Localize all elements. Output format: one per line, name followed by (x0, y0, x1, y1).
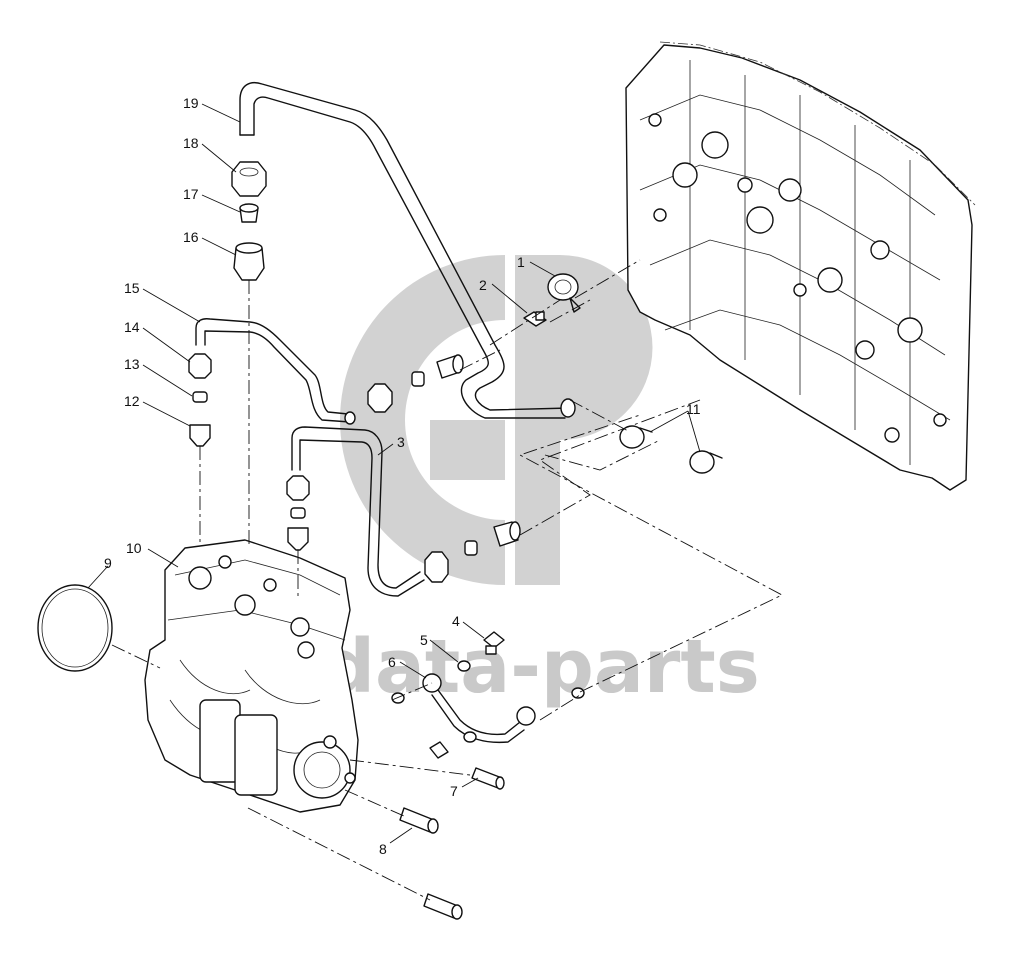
callout-18: 18 (183, 135, 199, 151)
callout-17: 17 (183, 186, 199, 202)
air-compressor (144, 539, 359, 813)
fitting-stack-pipe-3-right (424, 521, 521, 583)
callout-8: 8 (379, 841, 387, 857)
banjo-bolt (429, 741, 449, 759)
callout-13: 13 (124, 356, 140, 372)
washer-7 (463, 731, 477, 743)
callout-5: 5 (420, 632, 428, 648)
callout-1: 1 (517, 254, 525, 270)
clamp-1 (547, 273, 581, 313)
fitting-stack-pipe-19 (367, 354, 464, 413)
washer-5 (457, 660, 471, 672)
washer-6a (391, 692, 405, 704)
callout-19: 19 (183, 95, 199, 111)
callout-10: 10 (126, 540, 142, 556)
fitting-stack-12-14 (188, 353, 212, 447)
bolt-2 (523, 311, 547, 327)
pipe-3 (291, 426, 425, 597)
bolt-7 (471, 767, 505, 790)
assembly-center-lines (111, 259, 783, 901)
bolt-8 (399, 807, 439, 834)
o-ring (37, 584, 113, 672)
callout-9: 9 (104, 555, 112, 571)
callout-12: 12 (124, 393, 140, 409)
pipe-19 (239, 82, 576, 419)
callout-7: 7 (450, 783, 458, 799)
callout-16: 16 (183, 229, 199, 245)
washer-6b (571, 687, 585, 699)
pipe-15 (195, 318, 356, 425)
callout-4: 4 (452, 613, 460, 629)
engine-block (625, 41, 976, 491)
callout-14: 14 (124, 319, 140, 335)
callout-6: 6 (388, 654, 396, 670)
bolt-8-lower (423, 893, 463, 920)
callout-labels: 1 2 3 4 5 6 7 8 9 10 11 12 13 14 15 16 1… (104, 95, 701, 857)
leader-lines (87, 103, 701, 844)
bolt-4 (483, 631, 505, 655)
watermark-logo (340, 255, 653, 585)
callout-11: 11 (686, 401, 701, 417)
fitting-stack-pipe-3-left (286, 475, 310, 551)
fitting-stack-16-18 (231, 161, 267, 281)
callout-3: 3 (397, 434, 405, 450)
callout-2: 2 (479, 277, 487, 293)
callout-15: 15 (124, 280, 140, 296)
hose-clamps-11 (619, 425, 723, 474)
